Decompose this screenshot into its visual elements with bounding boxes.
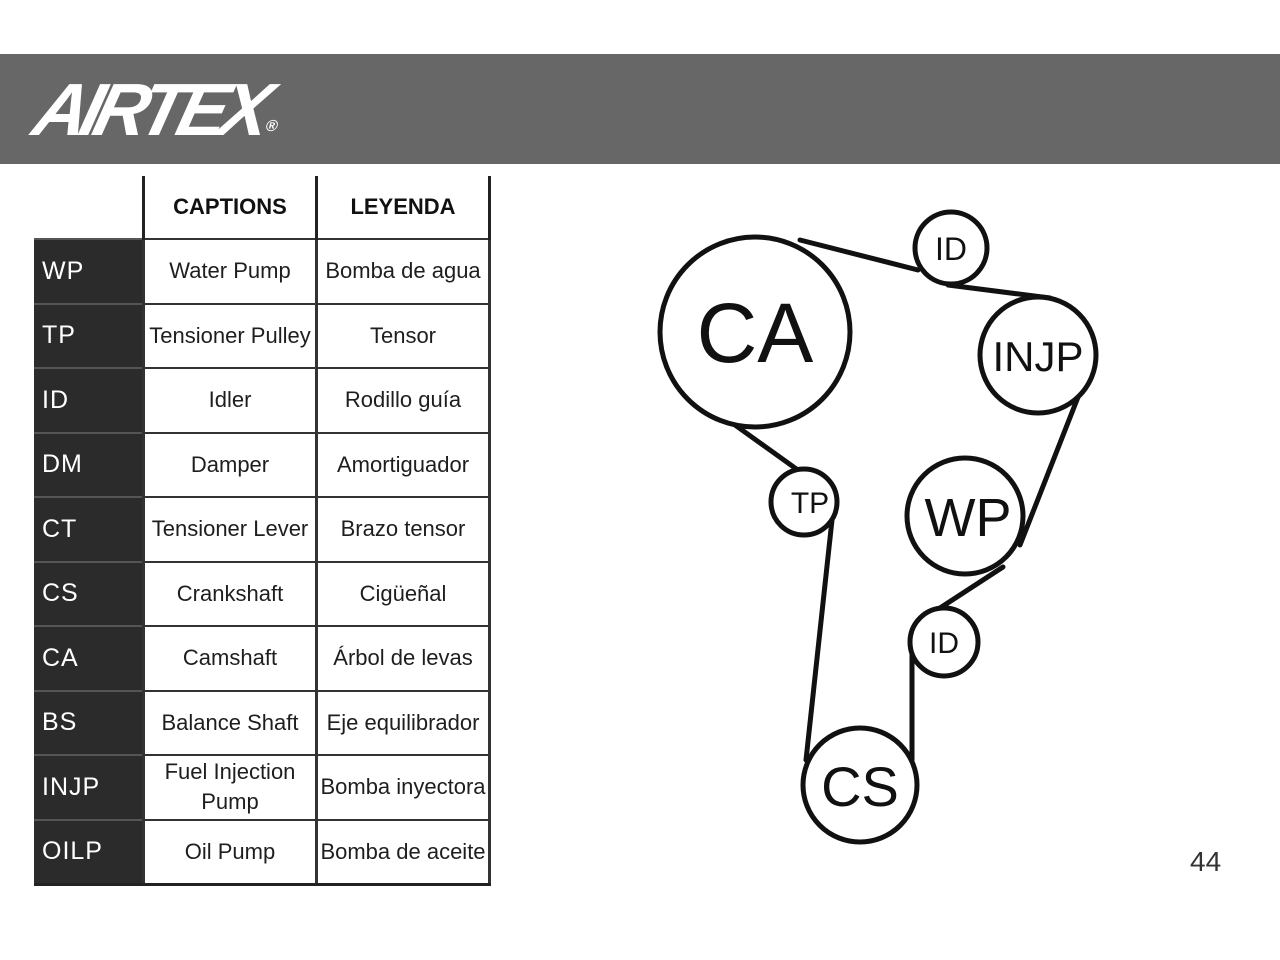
belt-segment: [1017, 389, 1083, 548]
row-leyenda: Rodillo guía: [315, 367, 491, 434]
belt-segment: [803, 517, 835, 763]
pulley-tp-circle: [768, 466, 840, 538]
belt-routing-diagram: CA ID INJP TP WP ID CS: [657, 209, 1099, 845]
legend-corner-cell: [34, 176, 144, 239]
row-code: BS: [34, 689, 144, 755]
row-leyenda: Cigüeñal: [315, 560, 491, 627]
pulley-wp: WP: [904, 455, 1026, 577]
pulley-ca: CA: [657, 234, 853, 430]
row-code: WP: [34, 238, 144, 304]
table-row: DM Damper Amortiguador: [34, 431, 491, 498]
airtex-logo: AIRTEX®: [25, 68, 280, 151]
row-code: CT: [34, 496, 144, 562]
row-leyenda: Tensor: [315, 302, 491, 369]
table-row: ID Idler Rodillo guía: [34, 367, 491, 434]
pulley-wp-label: WP: [925, 488, 1012, 548]
row-caption: Damper: [142, 431, 318, 498]
pulley-injp: INJP: [977, 294, 1099, 416]
row-code: OILP: [34, 818, 144, 886]
table-row: INJP Fuel Injection Pump Bomba inyectora: [34, 754, 491, 821]
row-caption: Balance Shaft: [142, 689, 318, 756]
pulley-id-bottom: ID: [907, 605, 981, 679]
pulley-id-top: ID: [912, 209, 990, 287]
pulley-cs-circle: [800, 725, 920, 845]
row-code: CA: [34, 625, 144, 691]
row-code: TP: [34, 302, 144, 368]
header-bar: [0, 54, 1280, 164]
pulley-wp-circle: [904, 455, 1026, 577]
pulley-injp-circle: [977, 294, 1099, 416]
legend-table: CAPTIONS LEYENDA WP Water Pump Bomba de …: [34, 176, 491, 886]
pulley-injp-label: INJP: [992, 333, 1083, 380]
row-code: CS: [34, 560, 144, 626]
legend-header-row: CAPTIONS LEYENDA: [34, 176, 491, 239]
row-leyenda: Bomba de agua: [315, 238, 491, 305]
pulley-ca-label: CA: [697, 286, 814, 380]
row-caption: Camshaft: [142, 625, 318, 692]
row-caption: Crankshaft: [142, 560, 318, 627]
pulley-cs-label: CS: [821, 755, 899, 818]
row-caption: Water Pump: [142, 238, 318, 305]
table-row: CS Crankshaft Cigüeñal: [34, 560, 491, 627]
table-row: TP Tensioner Pulley Tensor: [34, 302, 491, 369]
pulley-tp: TP: [768, 466, 840, 538]
row-leyenda: Amortiguador: [315, 431, 491, 498]
row-code: DM: [34, 431, 144, 497]
row-caption: Oil Pump: [142, 818, 318, 886]
row-code: ID: [34, 367, 144, 433]
table-row: WP Water Pump Bomba de agua: [34, 238, 491, 305]
row-caption: Tensioner Lever: [142, 496, 318, 563]
row-code: INJP: [34, 754, 144, 820]
row-leyenda: Brazo tensor: [315, 496, 491, 563]
column-header-captions: CAPTIONS: [142, 176, 317, 239]
table-row: BS Balance Shaft Eje equilibrador: [34, 689, 491, 756]
pulley-id-bottom-label: ID: [929, 627, 959, 660]
table-row: CA Camshaft Árbol de levas: [34, 625, 491, 692]
row-caption: Fuel Injection Pump: [142, 754, 318, 821]
table-row: OILP Oil Pump Bomba de aceite: [34, 818, 491, 886]
pulley-tp-label: TP: [791, 487, 829, 520]
table-row: CT Tensioner Lever Brazo tensor: [34, 496, 491, 563]
column-header-leyenda: LEYENDA: [315, 176, 491, 239]
pulley-cs: CS: [800, 725, 920, 845]
row-leyenda: Bomba inyectora: [315, 754, 491, 821]
row-caption: Tensioner Pulley: [142, 302, 318, 369]
pulley-ca-circle: [657, 234, 853, 430]
belt-segment: [937, 564, 1006, 611]
pulley-id-bottom-circle: [907, 605, 981, 679]
pulley-id-top-circle: [912, 209, 990, 287]
row-leyenda: Eje equilibrador: [315, 689, 491, 756]
belt-segment: [732, 422, 805, 476]
timing-belt: [732, 237, 1083, 763]
page-number: 44: [1190, 846, 1222, 877]
pulley-id-top-label: ID: [935, 231, 967, 267]
row-leyenda: Árbol de levas: [315, 625, 491, 692]
belt-segment: [797, 237, 921, 273]
row-leyenda: Bomba de aceite: [315, 818, 491, 886]
row-caption: Idler: [142, 367, 318, 434]
